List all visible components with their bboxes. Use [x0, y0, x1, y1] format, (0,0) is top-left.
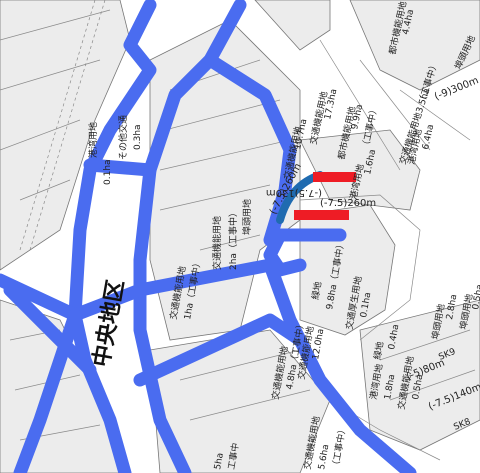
street-line	[159, 139, 291, 171]
land-parcel-southeast	[359, 299, 480, 451]
label-area-wharf-se-2: 0.5ha	[471, 284, 480, 311]
street-line	[0, 59, 101, 91]
label-area-welfare: 0.1ha	[359, 292, 373, 319]
road-cross-upper	[83, 158, 157, 177]
road-loop	[263, 228, 347, 277]
street-line	[164, 99, 281, 131]
street-line	[319, 39, 401, 171]
street-line	[0, 9, 111, 41]
street-line	[399, 89, 471, 141]
land-parcel-west	[0, 0, 131, 271]
railway-line	[29, 0, 106, 251]
road-network	[0, 0, 417, 473]
coast-line	[299, 194, 421, 341]
road-cross-lower	[0, 258, 277, 322]
label-green: 緑地	[309, 281, 324, 301]
label-area-bottom: 5.6ha	[317, 444, 331, 471]
street-line	[389, 369, 476, 401]
label-area-traffic-south-3: 0.5ha	[411, 374, 425, 401]
land-parcel-pier	[299, 129, 421, 211]
land-parcel-north	[254, 0, 331, 51]
label-area-port-south: 1.8ha	[383, 374, 397, 401]
road-east-center	[203, 53, 297, 247]
label-wharf-center: 埠頭用地	[241, 199, 253, 235]
label-area-wharf-center: 2ha（工事中）	[227, 208, 239, 270]
land-parcel-northeast	[349, 0, 480, 91]
street-line	[189, 389, 311, 421]
label-area-green-south: 0.4ha	[387, 324, 401, 351]
street-line	[359, 59, 431, 151]
label-area-other: 0.3ha	[133, 124, 143, 150]
label-traffic-main-center: 交通機能用地	[211, 216, 223, 270]
label-area-nw: 0.1ha	[103, 159, 113, 185]
road-north-west	[68, 0, 157, 473]
street-detail-lines	[0, 0, 476, 461]
label-depth-b: (-7.5)260m	[320, 198, 376, 209]
label-other-land: その他交通	[117, 115, 129, 160]
label-depth-a: (-7.5)130m	[266, 187, 322, 198]
red-marker-lower	[294, 210, 349, 220]
street-line	[379, 329, 471, 361]
street-line	[0, 119, 81, 151]
street-line	[199, 234, 261, 251]
label-bottom-left: 5ha	[213, 452, 226, 470]
street-line	[19, 179, 71, 201]
road-north-center	[133, 0, 247, 473]
street-line	[159, 184, 271, 211]
street-line	[179, 349, 301, 381]
railway-line	[19, 0, 96, 251]
road-south-east	[263, 258, 417, 473]
red-marker-upper	[313, 172, 356, 182]
label-green-south: 緑地	[371, 341, 386, 361]
label-port-land-nw: 港湾用地	[87, 122, 99, 158]
label-area-wharf-se: 2.8ha	[445, 294, 459, 321]
road-south-west	[13, 308, 82, 473]
